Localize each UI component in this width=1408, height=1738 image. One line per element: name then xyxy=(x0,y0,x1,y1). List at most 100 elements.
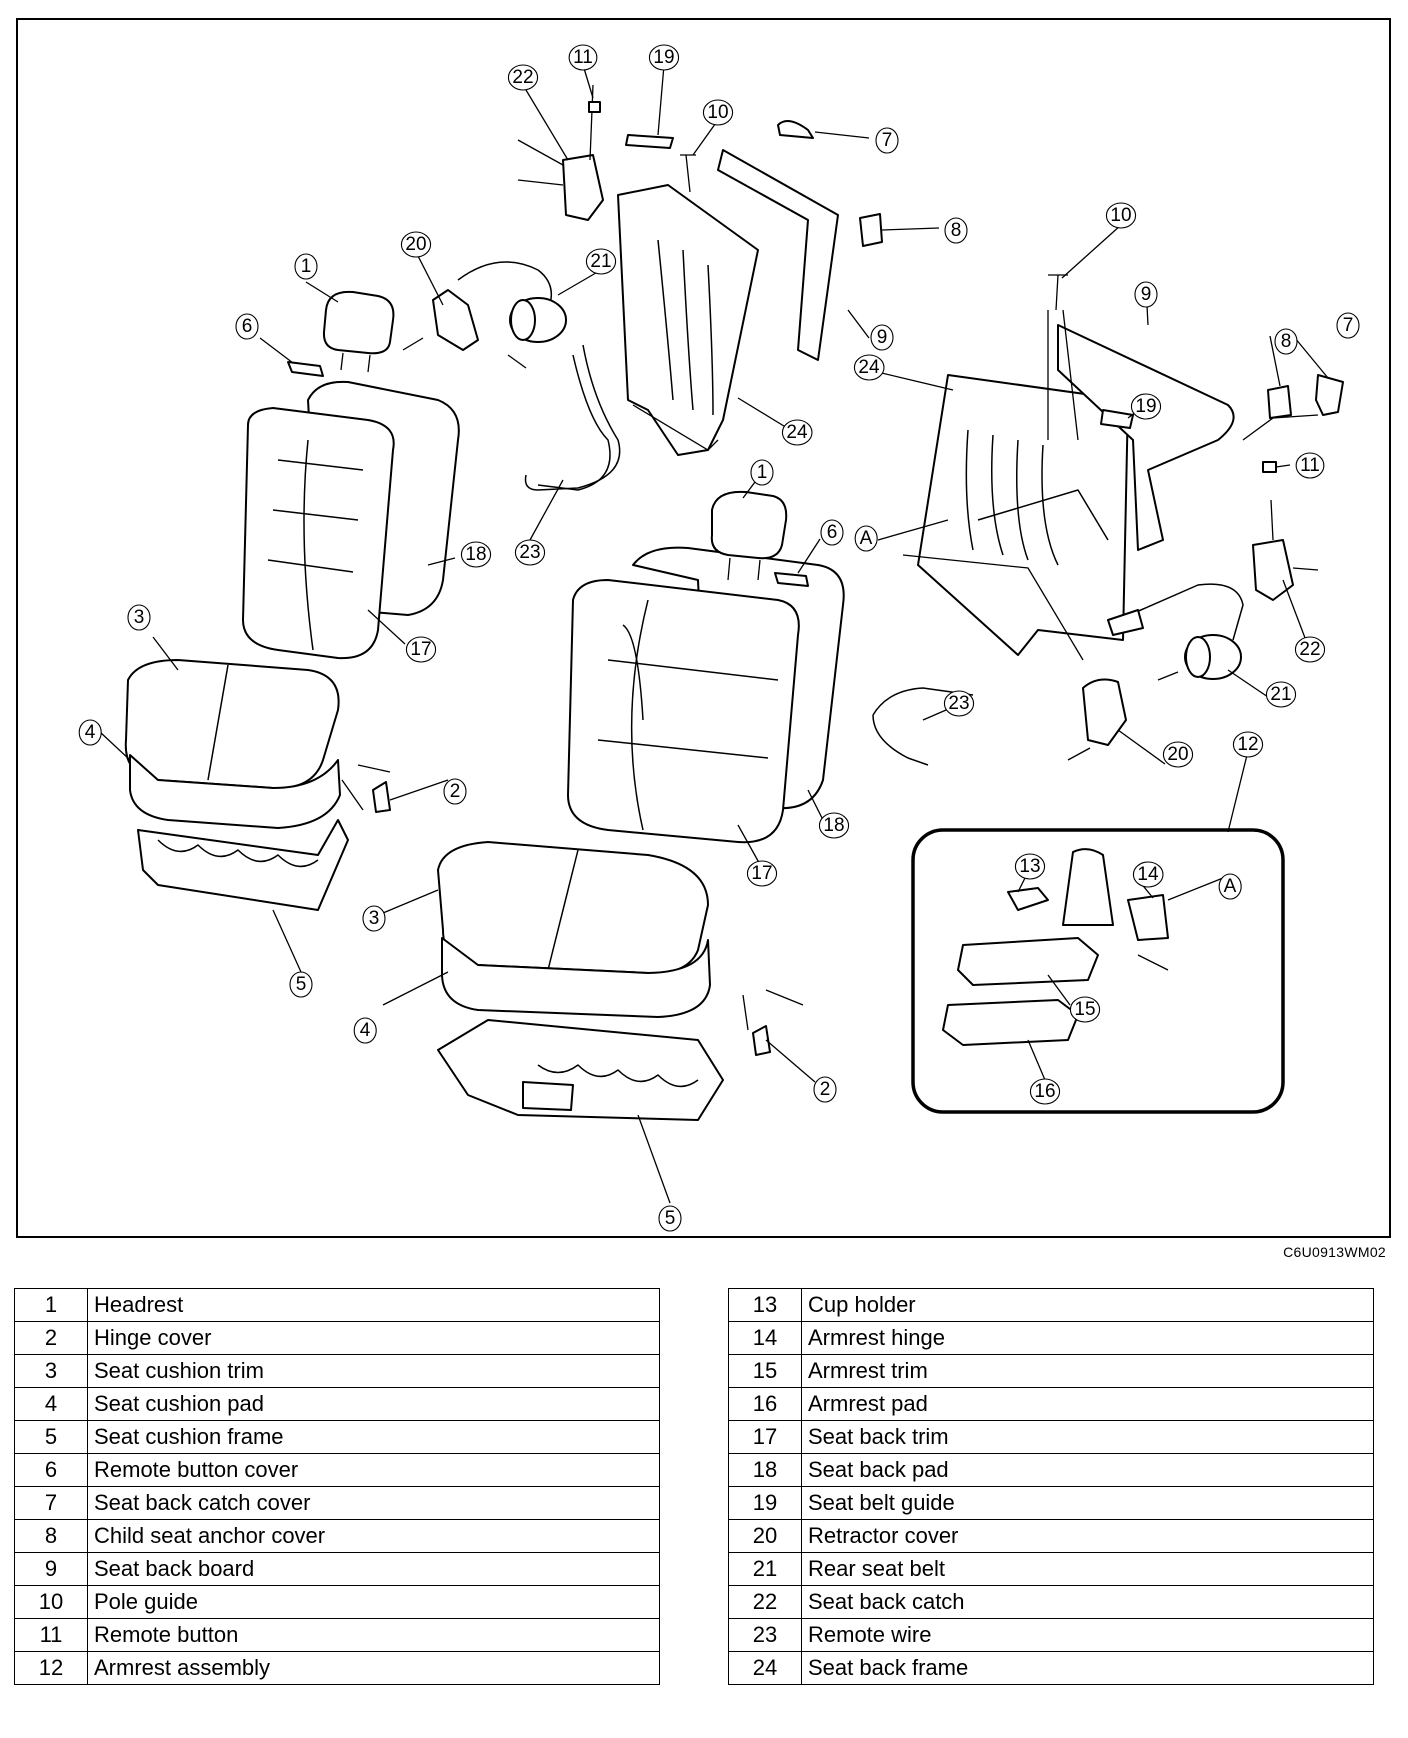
callout-circle xyxy=(813,1076,837,1103)
right-seat-belt-guide xyxy=(1100,409,1134,429)
callout-circle xyxy=(585,248,617,275)
part-number: 10 xyxy=(14,1585,88,1619)
callout-circle xyxy=(1232,731,1264,758)
part-number: 19 xyxy=(728,1486,802,1520)
middle-seat-cushion xyxy=(437,841,724,1121)
right-child-seat-anchor-cover xyxy=(1267,385,1292,419)
part-number: 14 xyxy=(728,1321,802,1355)
part-name: Seat back board xyxy=(87,1552,660,1586)
left-seat-cushion xyxy=(124,659,349,911)
part-number: 6 xyxy=(14,1453,88,1487)
armrest-assembly xyxy=(942,848,1169,1046)
part-name: Remote button xyxy=(87,1618,660,1652)
part-name: Armrest assembly xyxy=(87,1651,660,1685)
callout-circle xyxy=(443,778,467,805)
left-bolt xyxy=(341,764,391,811)
callout-label: 1 xyxy=(301,256,312,277)
part-name: Hinge cover xyxy=(87,1321,660,1355)
callout-label: 20 xyxy=(1167,744,1188,765)
callout-label: 6 xyxy=(827,522,838,543)
top-seat-back-catch-cover xyxy=(777,120,814,139)
part-name: Armrest hinge xyxy=(801,1321,1374,1355)
callout-label: 11 xyxy=(573,47,593,68)
callout-circle xyxy=(875,127,899,154)
callout-label: 22 xyxy=(512,67,533,88)
callout-circle xyxy=(781,419,813,446)
left-seat-back xyxy=(242,380,460,660)
callout-circle xyxy=(235,313,259,340)
top-seat-back-catch xyxy=(517,84,604,221)
part-name: Seat cushion frame xyxy=(87,1420,660,1454)
callout-label: 19 xyxy=(1135,396,1156,417)
top-seat-belt-guide xyxy=(625,134,674,149)
left-headrest xyxy=(322,290,395,373)
callout-circle xyxy=(514,539,546,566)
callout-label: 24 xyxy=(858,357,880,378)
callout-label: 18 xyxy=(465,544,486,565)
callout-label: 18 xyxy=(823,815,844,836)
callout-circle xyxy=(750,459,774,486)
right-seat-back-board xyxy=(1057,324,1235,551)
part-number: 13 xyxy=(728,1288,802,1322)
callout-label: 23 xyxy=(519,542,540,563)
callout-circle xyxy=(658,1205,682,1232)
callout-circle xyxy=(1274,328,1298,355)
leader-lines xyxy=(99,64,1329,1204)
part-number: 4 xyxy=(14,1387,88,1421)
callout-label: 1 xyxy=(757,462,768,483)
part-name: Seat cushion trim xyxy=(87,1354,660,1388)
middle-headrest xyxy=(710,490,788,581)
callout-circle xyxy=(943,690,975,717)
callout-label: 10 xyxy=(1110,205,1131,226)
right-remote-wire xyxy=(872,687,974,766)
callout-label: 11 xyxy=(1300,455,1320,476)
middle-seat-back xyxy=(567,546,845,844)
part-number: 5 xyxy=(14,1420,88,1454)
part-number: 11 xyxy=(14,1618,88,1652)
callout-label: 19 xyxy=(653,47,674,68)
callout-label: A xyxy=(860,528,873,549)
callout-circle xyxy=(854,525,878,552)
part-number: 9 xyxy=(14,1552,88,1586)
callout-circle xyxy=(294,253,318,280)
callout-label: 4 xyxy=(85,722,96,743)
callout-circle xyxy=(818,812,850,839)
part-number: 21 xyxy=(728,1552,802,1586)
part-name: Seat back trim xyxy=(801,1420,1374,1454)
callout-label: 23 xyxy=(948,693,969,714)
callout-label: 21 xyxy=(1270,684,1291,705)
callout-label: 4 xyxy=(360,1020,371,1041)
part-number: 24 xyxy=(728,1651,802,1685)
part-name: Cup holder xyxy=(801,1288,1374,1322)
part-name: Seat cushion pad xyxy=(87,1387,660,1421)
callout-label: 17 xyxy=(410,639,431,660)
callout-label: 6 xyxy=(242,316,253,337)
callout-circle xyxy=(944,217,968,244)
part-number: 16 xyxy=(728,1387,802,1421)
callout-circle xyxy=(1336,312,1360,339)
middle-bolt xyxy=(742,989,804,1031)
callout-label: 9 xyxy=(1141,284,1152,305)
left-hinge-cover xyxy=(372,781,391,813)
part-name: Remote button cover xyxy=(87,1453,660,1487)
callout-label: 14 xyxy=(1137,864,1159,885)
part-number: 17 xyxy=(728,1420,802,1454)
part-number: 23 xyxy=(728,1618,802,1652)
part-name: Seat back frame xyxy=(801,1651,1374,1685)
part-name: Headrest xyxy=(87,1288,660,1322)
callout-circle xyxy=(1295,452,1325,479)
callout-label: A xyxy=(1224,876,1237,897)
callout-circle xyxy=(820,519,844,546)
